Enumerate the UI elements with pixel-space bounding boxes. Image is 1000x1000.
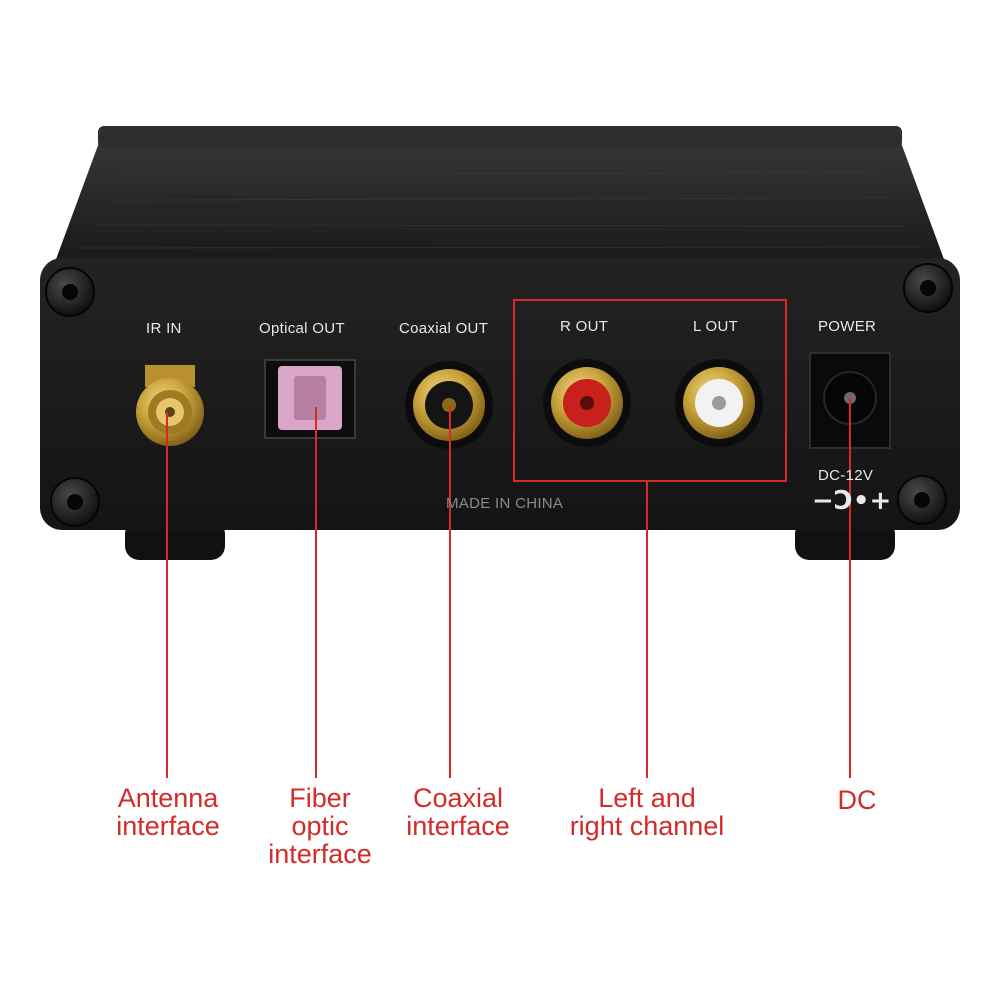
rear-panel (40, 258, 960, 530)
callout-line: Antenna (117, 783, 219, 813)
optical-out-label: Optical OUT (259, 320, 345, 337)
power-label: POWER (818, 318, 877, 335)
coaxial-out-label: Coaxial OUT (399, 320, 489, 337)
antenna-connector-icon (136, 365, 204, 446)
coaxial-rca-icon (405, 361, 493, 449)
callout-channel: Left and right channel (552, 784, 742, 840)
callout-line: optic (291, 811, 349, 841)
rca-right-red-icon (543, 359, 631, 447)
callout-line: Fiber (289, 783, 351, 813)
screw-icon (897, 475, 947, 525)
callout-line: right channel (569, 811, 725, 841)
ir-in-label: IR IN (146, 320, 182, 337)
callout-line: DC (837, 785, 877, 815)
optical-port-icon (264, 359, 356, 439)
rca-left-white-icon (675, 359, 763, 447)
brushed-texture (79, 171, 921, 249)
screw-icon (50, 477, 100, 527)
callout-line: Coaxial (412, 783, 504, 813)
chassis-top (55, 126, 945, 262)
callout-line: Left and (598, 783, 696, 813)
screw-icon (45, 267, 95, 317)
callout-coaxial: Coaxial interface (396, 784, 520, 840)
dc-12v-label: DC-12V (818, 467, 874, 484)
callout-line: interface (268, 839, 372, 869)
callout-dc: DC (822, 786, 892, 814)
dc-polarity-symbol: −Ɔ•+ (812, 486, 892, 516)
made-in-china-label: MADE IN CHINA (446, 495, 564, 512)
callout-fiber: Fiber optic interface (258, 784, 382, 868)
callout-line: interface (406, 811, 510, 841)
l-out-label: L OUT (693, 318, 739, 335)
callout-antenna: Antenna interface (106, 784, 230, 840)
callout-line: interface (116, 811, 220, 841)
callout-lines (166, 398, 851, 778)
r-out-label: R OUT (560, 318, 609, 335)
screw-icon (903, 263, 953, 313)
channel-highlight-box (513, 299, 787, 482)
chassis-top-lip (98, 126, 902, 148)
